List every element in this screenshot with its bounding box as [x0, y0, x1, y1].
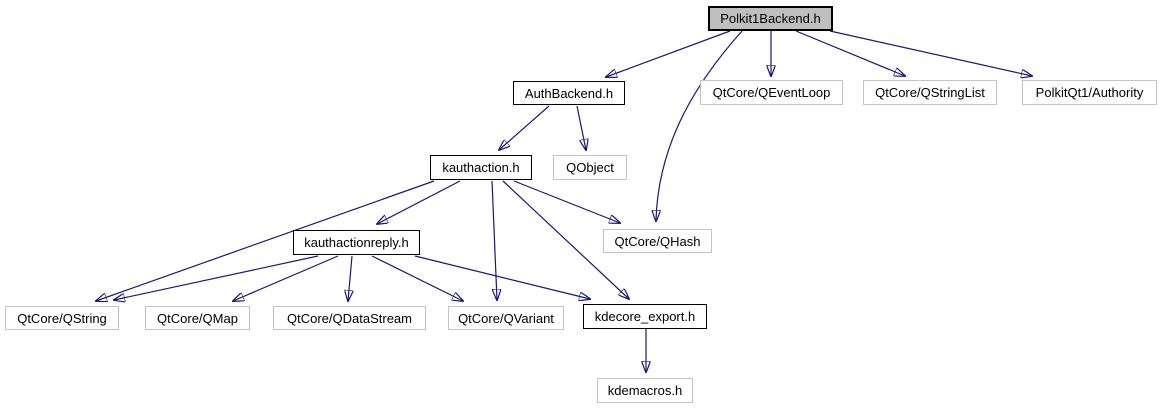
edge-kauthactionreply-qvariant — [371, 255, 463, 301]
graph-node-qtcore-qhash: QtCore/QHash — [603, 229, 712, 253]
graph-node-kdemacros-h: kdemacros.h — [597, 378, 693, 403]
graph-node-qtcore-qeventloop: QtCore/QEventLoop — [700, 80, 843, 105]
graph-node-polkit1backend-h: Polkit1Backend.h — [708, 6, 833, 31]
graph-node-qtcore-qstring: QtCore/QString — [5, 306, 119, 330]
graph-node-kauthaction-h[interactable]: kauthaction.h — [430, 155, 532, 180]
edge-kauthactionreply-kdecore-export — [414, 255, 590, 299]
edge-polkit1backend-qstringlist — [795, 30, 905, 76]
graph-node-qtcore-qvariant: QtCore/QVariant — [448, 306, 564, 330]
graph-node-qobject: QObject — [553, 155, 627, 180]
graph-node-qtcore-qstringlist: QtCore/QStringList — [863, 80, 997, 105]
edge-polkit1backend-authority — [829, 30, 1032, 76]
graph-node-qtcore-qdatastream: QtCore/QDataStream — [273, 306, 426, 330]
graph-node-qtcore-qmap: QtCore/QMap — [145, 306, 250, 330]
graph-node-kdecore-export-h[interactable]: kdecore_export.h — [583, 304, 707, 329]
edge-kauthaction-kauthactionreply — [377, 180, 461, 224]
graph-node-polkitqt1-authority: PolkitQt1/Authority — [1022, 80, 1157, 105]
edge-kauthactionreply-qdatastream — [348, 255, 352, 301]
edge-kauthactionreply-qmap — [233, 255, 339, 301]
edge-authbackend-qobject — [576, 105, 586, 150]
edge-kauthactionreply-qstring — [114, 255, 319, 300]
graph-node-kauthactionreply-h[interactable]: kauthactionreply.h — [293, 230, 420, 255]
edge-polkit1backend-qhash — [656, 30, 743, 221]
edge-polkit1backend-authbackend — [606, 30, 731, 77]
edge-kauthaction-qstring — [96, 180, 435, 301]
edge-kauthaction-kdecore-export — [502, 180, 629, 299]
graph-node-authbackend-h[interactable]: AuthBackend.h — [513, 81, 625, 105]
edge-kauthaction-qhash — [513, 180, 620, 223]
edge-kauthaction-qvariant — [491, 180, 497, 300]
edge-authbackend-kauthaction — [499, 105, 550, 150]
